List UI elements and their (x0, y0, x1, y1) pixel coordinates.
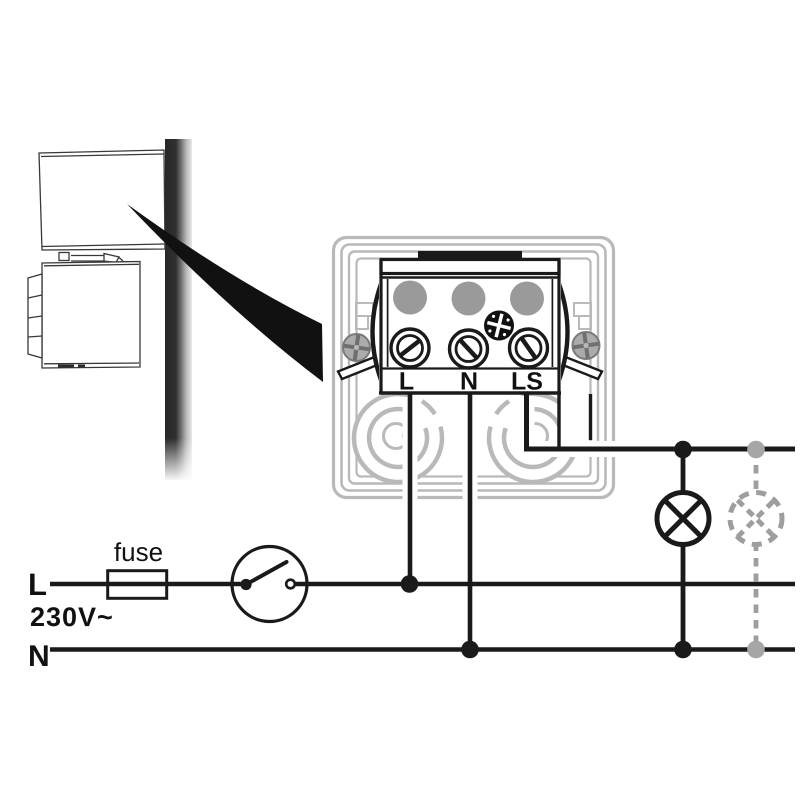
switch-lever (244, 560, 289, 587)
lamp (654, 449, 712, 650)
wire-hole-n (451, 281, 486, 316)
junction-l (400, 575, 419, 593)
terminal-screw-l (389, 327, 431, 369)
housing-cap (418, 251, 522, 259)
junction-ls-lamp (674, 440, 692, 459)
fuse-symbol (106, 569, 169, 600)
junction-n (461, 640, 479, 659)
voltage-label: 230V~ (30, 602, 114, 632)
terminal-wires (402, 393, 795, 650)
switch-pivot (240, 578, 252, 591)
terminal-screw-n (447, 328, 490, 370)
terminal-label-l: L (399, 367, 414, 395)
sensor-base (27, 260, 141, 369)
wire-holes (393, 280, 544, 316)
supply-circuit: fuse L 230V~ N (28, 440, 795, 673)
terminal-label-n: N (460, 367, 478, 395)
wire-hole-ls (510, 281, 544, 316)
line-n-label: N (28, 640, 50, 673)
wire-ls (524, 393, 795, 452)
phillips-screw (484, 310, 514, 341)
terminal-screw-ls (507, 327, 550, 369)
mount-bracket (58, 251, 124, 264)
junction-dots (400, 440, 765, 659)
sensor-head (38, 149, 166, 251)
plate-notch-right (573, 302, 592, 330)
pointer-arrow (127, 204, 323, 382)
lamp-optional-dashed (727, 449, 785, 650)
junction-dashed-top (747, 440, 765, 459)
junction-lamp-n (674, 640, 692, 659)
terminal-label-ls: LS (511, 367, 543, 395)
sensor-device (27, 149, 166, 369)
terminal-screws (389, 327, 550, 370)
switch-contact (284, 578, 297, 590)
plate-screw-left (342, 333, 371, 362)
plate-screw-right (571, 331, 601, 360)
wall (163, 139, 194, 482)
terminal-housing: L N LS (336, 251, 604, 396)
junction-dashed-bottom (747, 640, 765, 659)
plate-socket-left (351, 391, 445, 485)
line-l-label: L (28, 567, 47, 602)
wire-hole-l (393, 280, 427, 315)
fuse-label: fuse (114, 537, 163, 567)
